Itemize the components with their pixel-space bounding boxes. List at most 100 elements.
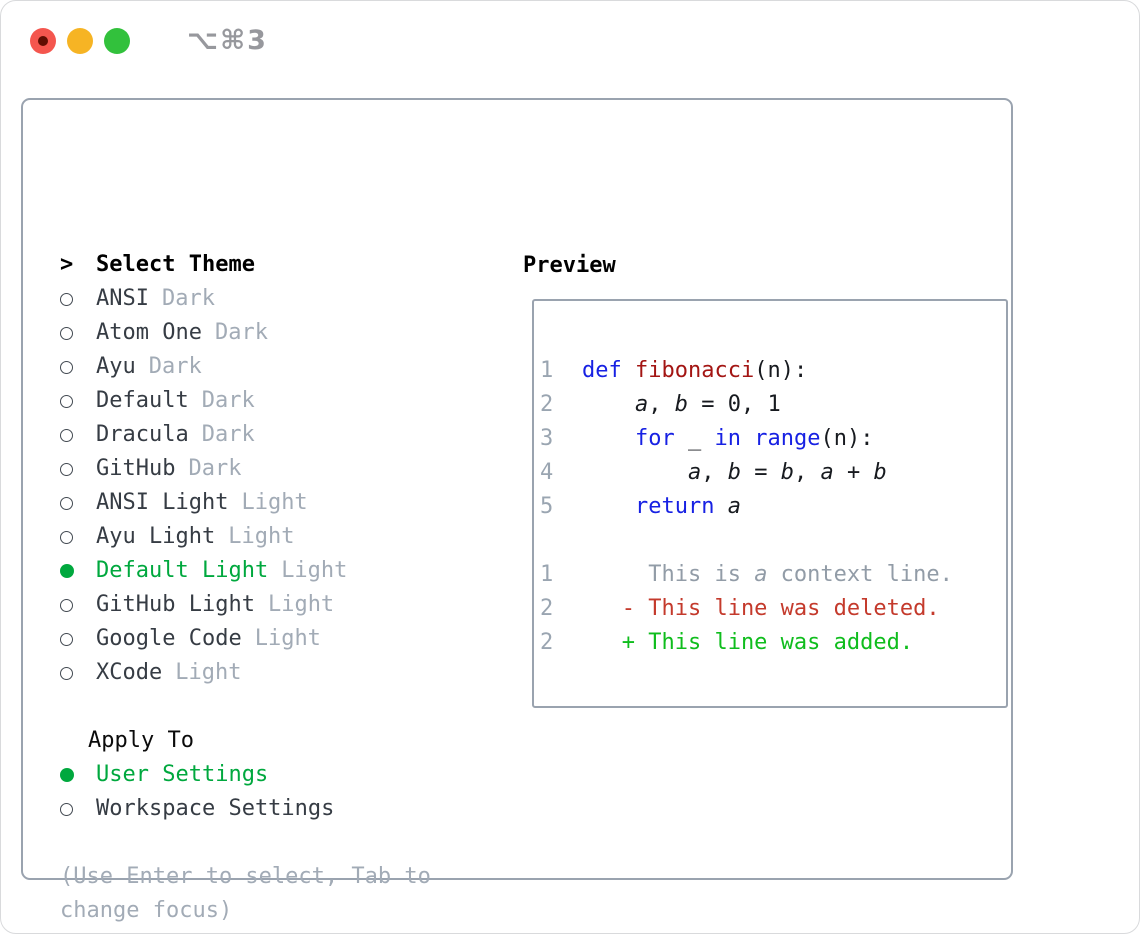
hint-line-2: change focus) — [60, 898, 233, 923]
radio-unselected-icon — [60, 462, 96, 476]
minimize-button[interactable] — [67, 28, 93, 54]
close-button[interactable] — [30, 28, 56, 54]
line-number: 2 — [540, 596, 554, 621]
code-segment-kw: for — [634, 426, 675, 451]
code-line: 4 a, b = b, a + b — [538, 456, 1000, 490]
option-label: User Settings — [96, 762, 269, 787]
option-tag: Light — [267, 592, 335, 617]
radio-circle — [60, 292, 73, 306]
hint-line-1: (Use Enter to select, Tab to — [60, 864, 431, 889]
radio-unselected-icon — [60, 394, 96, 408]
theme-option-ansi[interactable]: ANSI Dark — [60, 282, 500, 316]
code-segment-add: + This line was added. — [582, 630, 914, 655]
option-tag: Dark — [161, 286, 215, 311]
code-segment-kw: return — [634, 494, 715, 519]
theme-option-default-light[interactable]: Default Light Light — [60, 554, 500, 588]
radio-circle — [60, 394, 73, 408]
focus-chevron-icon: > — [60, 252, 74, 277]
spacer — [60, 826, 500, 860]
radio-unselected-icon — [60, 632, 96, 646]
code-segment-it: b — [873, 460, 887, 485]
code-segment-pl: , — [793, 460, 821, 485]
line-number: 3 — [540, 426, 554, 451]
apply-option-workspace-settings[interactable]: Workspace Settings — [60, 792, 500, 826]
code-segment-it: b — [674, 392, 688, 417]
line-number: 1 — [540, 358, 554, 383]
code-text: + This line was added. — [582, 626, 913, 660]
code-segment-pl: , — [648, 392, 675, 417]
radio-unselected-icon — [60, 326, 96, 340]
code-segment-ctx: This is — [582, 562, 755, 587]
close-button-dot-icon — [38, 36, 48, 46]
apply-option-user-settings[interactable]: User Settings — [60, 758, 500, 792]
code-segment-kw: range — [754, 426, 821, 451]
select-theme-title: Select Theme — [96, 252, 255, 277]
code-segment-ctx: context line. — [767, 562, 953, 587]
radio-unselected-icon — [60, 496, 96, 510]
code-segment-ctx-it: a — [754, 562, 768, 587]
theme-option-ayu-light[interactable]: Ayu Light Light — [60, 520, 500, 554]
code-segment-pl — [741, 426, 754, 451]
code-text: return a — [582, 490, 741, 524]
code-segment-it: a — [687, 460, 702, 485]
option-tag: Dark — [214, 320, 268, 345]
option-label: ANSI Light — [96, 490, 229, 515]
diff-line: 2 + This line was added. — [538, 626, 1000, 660]
code-segment-pl — [582, 426, 635, 451]
radio-selected-icon — [60, 768, 96, 782]
option-tag: Light — [281, 558, 348, 583]
code-segment-pl: , — [701, 460, 728, 485]
radio-unselected-icon — [60, 802, 96, 816]
option-label: XCode — [96, 660, 163, 685]
radio-circle — [60, 666, 73, 680]
option-label: Ayu Light — [96, 524, 216, 549]
code-segment-pl: (n): — [754, 358, 808, 383]
radio-unselected-icon — [60, 428, 96, 442]
radio-circle — [60, 462, 73, 476]
apply-to-header: Apply To — [60, 724, 500, 758]
code-segment-pl — [582, 460, 688, 485]
code-segment-pl: + — [833, 460, 874, 485]
theme-option-atom-one[interactable]: Atom One Dark — [60, 316, 500, 350]
option-label: ANSI — [96, 286, 149, 311]
option-label: Ayu — [96, 354, 136, 379]
zoom-button[interactable] — [104, 28, 130, 54]
option-tag: Light — [175, 660, 242, 685]
code-segment-it: b — [727, 460, 741, 485]
line-number: 1 — [540, 562, 554, 587]
option-tag: Light — [228, 524, 295, 549]
select-theme-header: > Select Theme — [60, 248, 500, 282]
theme-option-xcode[interactable]: XCode Light — [60, 656, 500, 690]
titlebar — [30, 28, 141, 54]
diff-line: 1 This is a context line. — [538, 558, 1000, 592]
code-segment-it: b — [780, 460, 794, 485]
radio-circle — [60, 360, 73, 374]
radio-unselected-icon — [60, 360, 96, 374]
radio-unselected-icon — [60, 292, 96, 306]
code-segment-it: a — [634, 392, 649, 417]
code-text: a, b = b, a + b — [582, 456, 887, 490]
line-number: 5 — [540, 494, 554, 519]
option-tag: Dark — [201, 422, 255, 447]
radio-circle — [60, 632, 73, 646]
radio-circle — [60, 768, 74, 782]
option-label: Workspace Settings — [96, 796, 335, 821]
option-label: Default Light — [96, 558, 269, 583]
option-label: Default — [96, 388, 189, 413]
code-segment-fn: fibonacci — [635, 358, 755, 383]
option-label: Atom One — [96, 320, 202, 345]
code-line: 3 for _ in range(n): — [538, 422, 1000, 456]
code-segment-it: a — [727, 494, 741, 519]
